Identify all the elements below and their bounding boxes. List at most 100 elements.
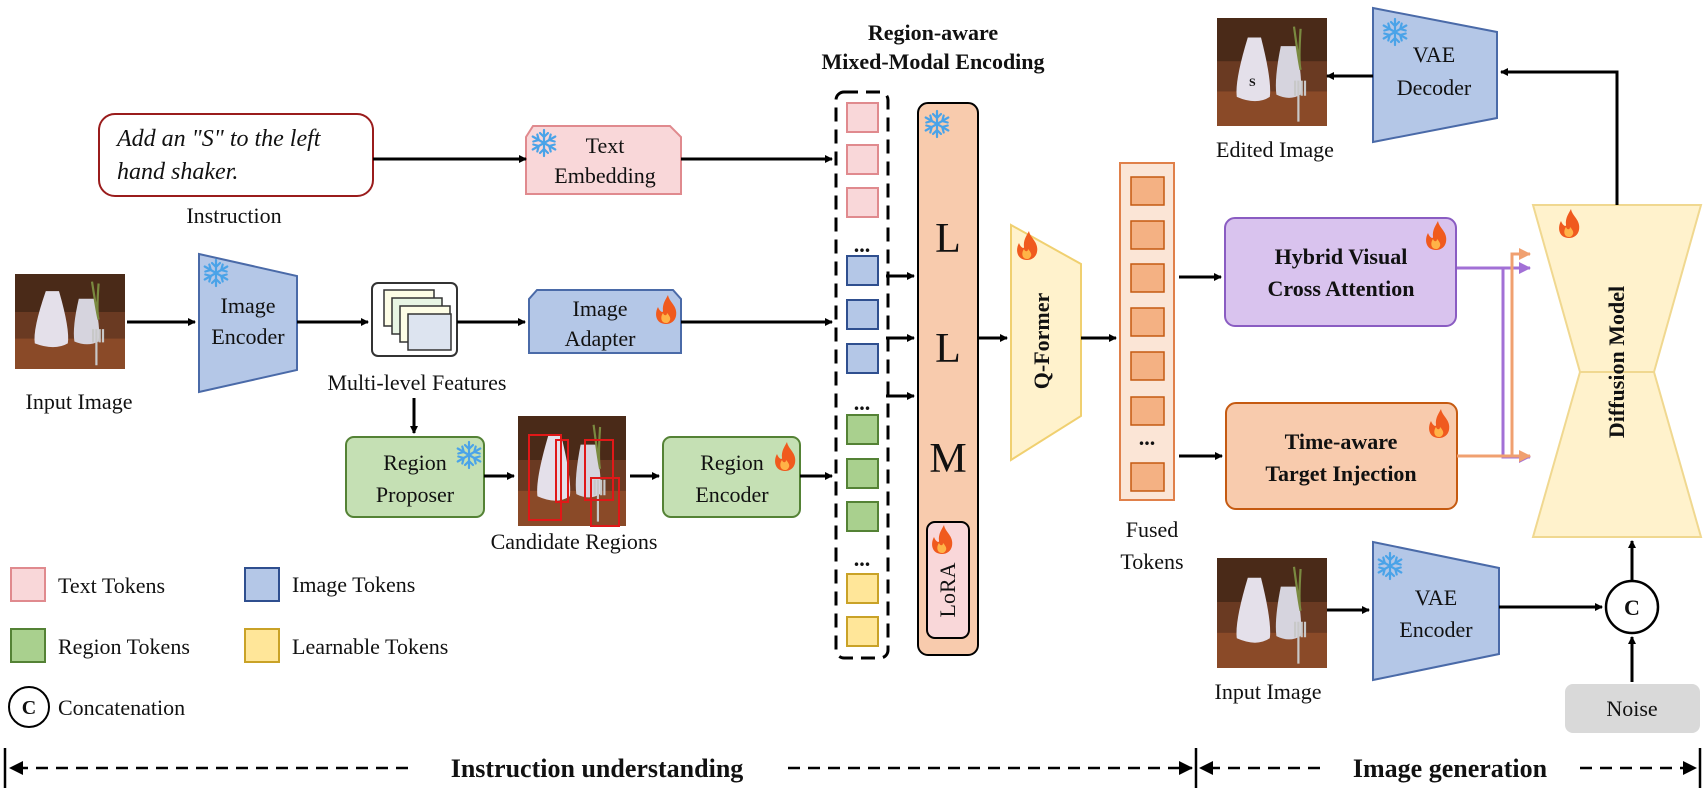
fused-token [1130, 351, 1165, 381]
vae-decoder-line2: Decoder [1397, 75, 1472, 100]
ellipsis: ... [854, 232, 871, 257]
image-adapter-line1: Image [573, 296, 628, 321]
input-image-left: Input Image [13, 272, 133, 414]
fused-token [1130, 396, 1165, 426]
input-image-2-caption: Input Image [1215, 679, 1322, 704]
legend-learnable-tokens: Learnable Tokens [292, 634, 448, 659]
edited-image-photo [1215, 16, 1329, 128]
hybrid-line2: Cross Attention [1268, 276, 1415, 301]
text-token [846, 187, 879, 218]
ellipsis: ... [854, 390, 871, 415]
hybrid-cross-attention-node: Hybrid Visual Cross Attention [1224, 217, 1457, 327]
llm-letter-m: M [929, 436, 966, 482]
vae-encoder-node: VAE Encoder [1372, 540, 1500, 682]
legend-swatch-region [10, 628, 46, 663]
concat-symbol: C [1624, 595, 1640, 620]
region-token [846, 414, 879, 445]
legend-swatch-image [244, 567, 280, 602]
text-embedding-line2: Embedding [554, 163, 655, 188]
llm-letter-l1: L [935, 216, 961, 262]
title-line1: Region-aware [868, 20, 999, 45]
diffusion-label: Diffusion Model [1604, 286, 1629, 438]
diffusion-model-node: Diffusion Model [1531, 204, 1703, 538]
instruction-text-line1: Add an "S" to the left [115, 126, 322, 152]
instruction-text-line2: hand shaker. [117, 159, 238, 185]
legend-text-tokens: Text Tokens [58, 573, 165, 598]
region-token [846, 501, 879, 532]
legend-concat-symbol: C [22, 697, 36, 719]
time-aware-line1: Time-aware [1285, 429, 1398, 454]
fused-token [1130, 176, 1165, 206]
edited-image-caption: Edited Image [1216, 137, 1334, 162]
fused-tokens-line1: Fused [1126, 517, 1179, 542]
title-block: Region-aware Mixed-Modal Encoding [821, 20, 1044, 74]
input-image-photo [1215, 556, 1329, 670]
region-proposer-line2: Proposer [376, 482, 455, 507]
legend-image-tokens: Image Tokens [292, 572, 415, 597]
vae-decoder-node: VAE Decoder [1372, 6, 1498, 144]
image-token [846, 255, 879, 286]
region-proposer-line1: Region [383, 450, 447, 475]
legend-swatch-learnable [244, 628, 280, 663]
llm-node: L L M LoRA [917, 102, 979, 656]
section-instruction-understanding: Instruction understanding [451, 754, 744, 783]
text-token [846, 144, 879, 175]
legend-swatch-text [10, 567, 46, 602]
section-image-generation: Image generation [1353, 754, 1548, 783]
lora-label: LoRA [935, 562, 960, 617]
vae-encoder-line2: Encoder [1399, 617, 1473, 642]
fused-token [1130, 462, 1165, 492]
hybrid-line1: Hybrid Visual [1275, 244, 1408, 269]
legend-region-tokens: Region Tokens [58, 634, 190, 659]
q-former-label: Q-Former [1029, 293, 1054, 390]
llm-letter-l2: L [935, 326, 961, 372]
learnable-token [846, 616, 879, 647]
ellipsis: ... [854, 546, 871, 571]
region-encoder-line1: Region [700, 450, 764, 475]
fused-token [1130, 263, 1165, 293]
edited-image-node: S Edited Image [1215, 16, 1334, 162]
vae-encoder-line1: VAE [1415, 585, 1457, 610]
image-encoder-line1: Image [221, 293, 276, 318]
candidate-regions-node: Candidate Regions [491, 414, 658, 554]
image-adapter-line2: Adapter [565, 326, 637, 351]
text-embedding-line1: Text [586, 133, 625, 158]
image-token [846, 343, 879, 374]
ellipsis: ... [1139, 425, 1156, 450]
image-token [846, 299, 879, 330]
multi-level-features-node: Multi-level Features [327, 282, 507, 395]
region-encoder-line2: Encoder [695, 482, 769, 507]
region-proposer-node: Region Proposer [345, 436, 485, 518]
region-token [846, 458, 879, 489]
q-former-node: Q-Former [1010, 223, 1082, 462]
image-encoder-line2: Encoder [211, 324, 285, 349]
time-aware-line2: Target Injection [1265, 461, 1416, 486]
time-aware-injection-node: Time-aware Target Injection [1225, 402, 1458, 510]
instruction-node: Add an "S" to the left hand shaker. Inst… [98, 113, 374, 228]
text-token [846, 102, 879, 133]
input-image-photo [13, 272, 127, 371]
region-encoder-node: Region Encoder [662, 436, 801, 518]
legend: Text Tokens Image Tokens Region Tokens L… [8, 567, 448, 728]
image-encoder-node: Image Encoder [198, 252, 298, 394]
title-line2: Mixed-Modal Encoding [821, 49, 1044, 74]
learnable-token [846, 573, 879, 604]
fused-tokens-node: ... Fused Tokens [1119, 162, 1184, 574]
legend-concatenation: Concatenation [58, 695, 185, 720]
vae-decoder-line1: VAE [1413, 42, 1455, 67]
fused-token [1130, 307, 1165, 337]
noise-label: Noise [1606, 696, 1657, 721]
multi-level-features-caption: Multi-level Features [327, 370, 506, 395]
text-embedding-node: Text Embedding [525, 125, 682, 195]
noise-node: Noise [1565, 684, 1700, 733]
image-adapter-node: Image Adapter [528, 289, 682, 354]
fused-tokens-line2: Tokens [1120, 549, 1183, 574]
input-image-right: Input Image [1215, 556, 1329, 704]
section-bar: Instruction understanding Image generati… [3, 748, 1702, 788]
mixed-modal-token-column: ... ... ... [834, 90, 890, 660]
candidate-regions-caption: Candidate Regions [491, 529, 658, 554]
fused-token [1130, 220, 1165, 250]
input-image-caption: Input Image [26, 389, 133, 414]
concat-node: C [1604, 579, 1660, 635]
edited-s-mark: S [1249, 75, 1256, 89]
